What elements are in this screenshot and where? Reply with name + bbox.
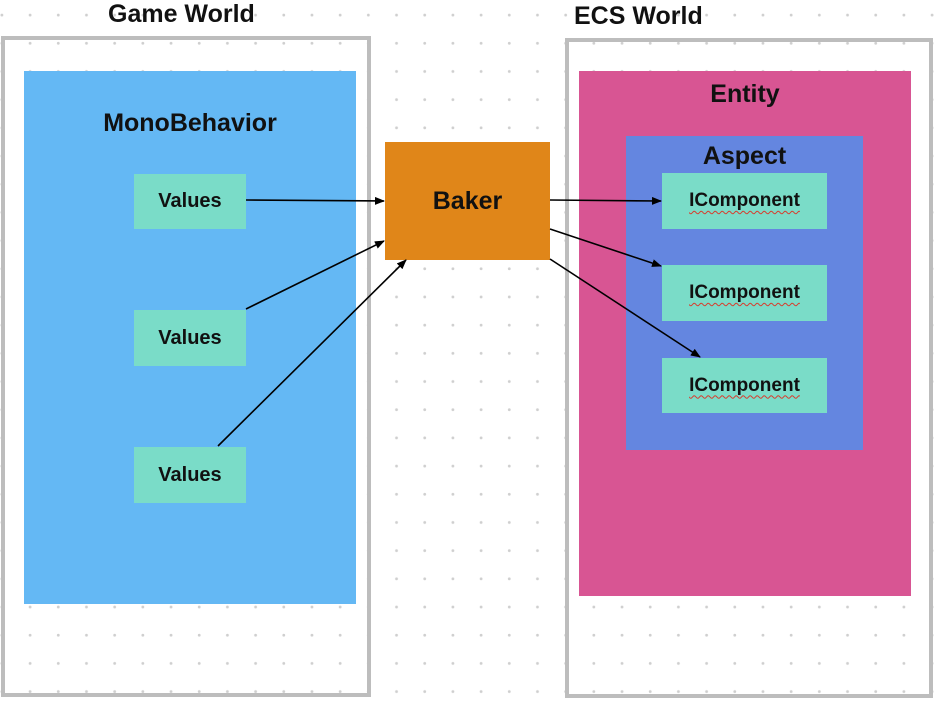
values-node[interactable]: Values bbox=[134, 447, 246, 503]
mono-behavior-title: MonoBehavior bbox=[103, 109, 277, 137]
baker-node[interactable]: Baker bbox=[385, 142, 550, 260]
component-node[interactable]: IComponent bbox=[662, 173, 827, 229]
ecs-world-frame bbox=[565, 38, 933, 698]
component-label: IComponent bbox=[689, 190, 800, 211]
component-node[interactable]: IComponent bbox=[662, 358, 827, 413]
entity-title: Entity bbox=[710, 80, 780, 108]
ecs-world-title: ECS World bbox=[574, 2, 703, 30]
component-node[interactable]: IComponent bbox=[662, 265, 827, 321]
values-node[interactable]: Values bbox=[134, 174, 246, 229]
game-world-title: Game World bbox=[108, 0, 255, 28]
aspect-title: Aspect bbox=[702, 142, 787, 170]
values-node[interactable]: Values bbox=[134, 310, 246, 366]
component-label: IComponent bbox=[689, 282, 800, 303]
component-label: IComponent bbox=[689, 374, 800, 396]
